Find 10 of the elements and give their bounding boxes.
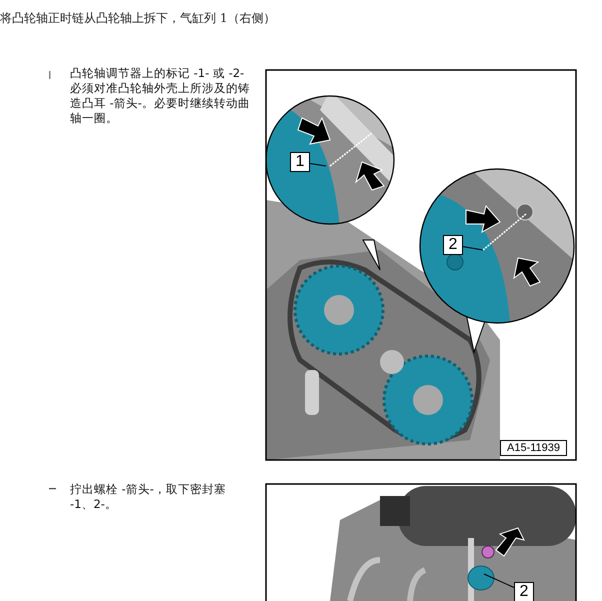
instruction-text: 拧出螺栓 -箭头-，取下密封塞 -1、2-。: [70, 482, 227, 512]
figure-number: A15-11939: [500, 440, 568, 456]
callout-number: 2: [443, 235, 463, 255]
instruction-text: 凸轮轴调节器上的标记 -1- 或 -2- 必须对准凸轮轴外壳上所涉及的铸造凸耳 -箭头-。必要时继续转动曲轴一圈。: [70, 66, 251, 126]
callout-number: 2: [514, 582, 534, 601]
leader-line: [484, 574, 514, 588]
page-heading: 将凸轮轴正时链从凸轮轴上拆下，气缸列 1（右侧）: [0, 10, 276, 27]
callout-number: 1: [290, 152, 310, 172]
leader-line: [310, 163, 326, 166]
leader-line: [462, 246, 484, 250]
